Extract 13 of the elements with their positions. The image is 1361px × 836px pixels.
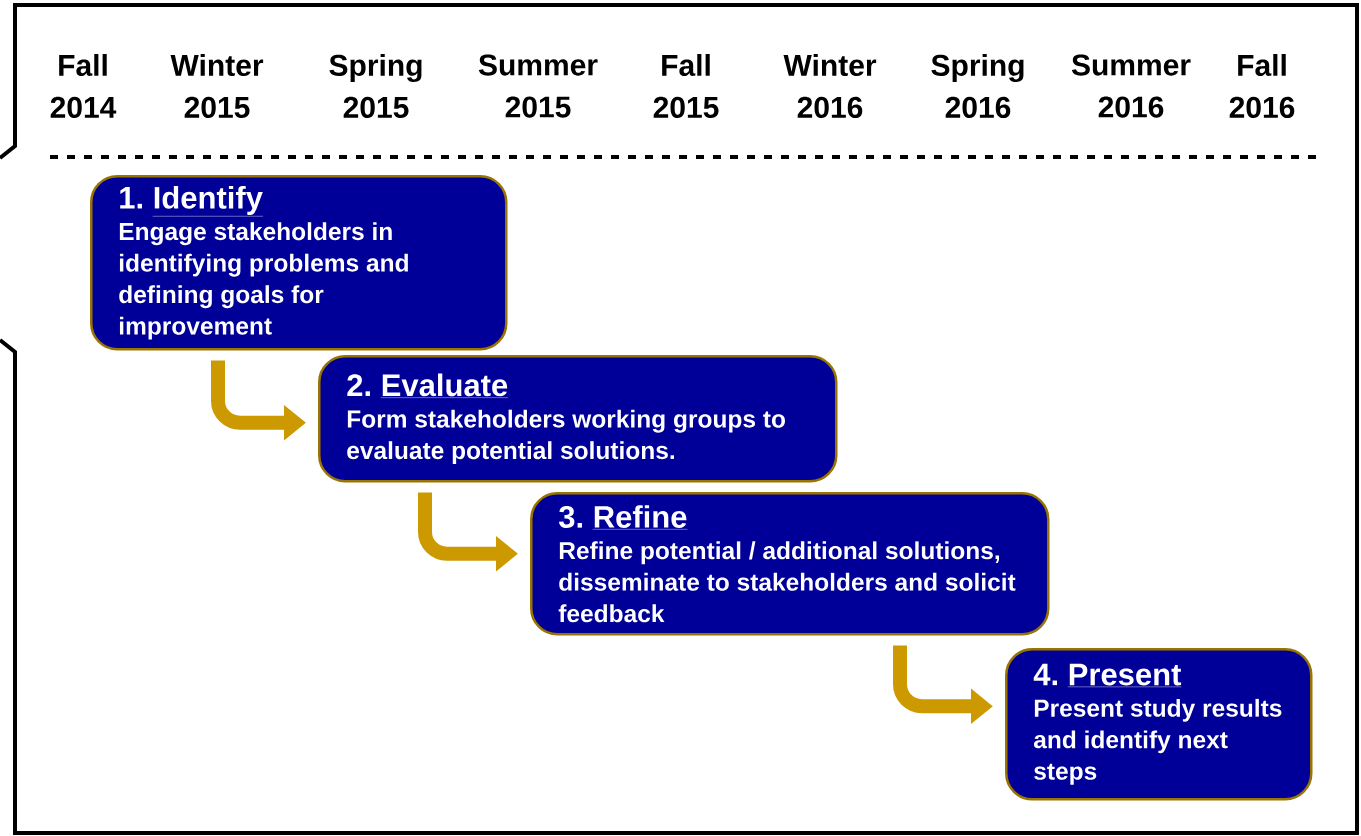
step-box: 3. Refine Refine potential / additional solutions, disseminate to stakeholders and solicit feedback bbox=[530, 492, 1050, 636]
step-box: 1. Identify Engage stakeholders in identifying problems and defining goals for improvement bbox=[90, 175, 508, 351]
season-label: Summer 2016 bbox=[1071, 54, 1191, 118]
season-label: Summer 2015 bbox=[478, 54, 598, 118]
season-label: Spring 2015 bbox=[329, 54, 422, 118]
season-label: Winter 2015 bbox=[170, 54, 264, 118]
step-box: 2. Evaluate Form stakeholders working groups to evaluate potential solutions. bbox=[318, 355, 838, 483]
step-box: 4. Present Present study results and identify next steps bbox=[1005, 648, 1313, 801]
season-label: Fall 2015 bbox=[653, 54, 719, 118]
season-label: Winter 2016 bbox=[783, 54, 877, 118]
season-label: Fall 2014 bbox=[50, 54, 117, 118]
season-label: Spring 2016 bbox=[931, 54, 1024, 118]
season-label: Fall 2016 bbox=[1229, 54, 1295, 118]
